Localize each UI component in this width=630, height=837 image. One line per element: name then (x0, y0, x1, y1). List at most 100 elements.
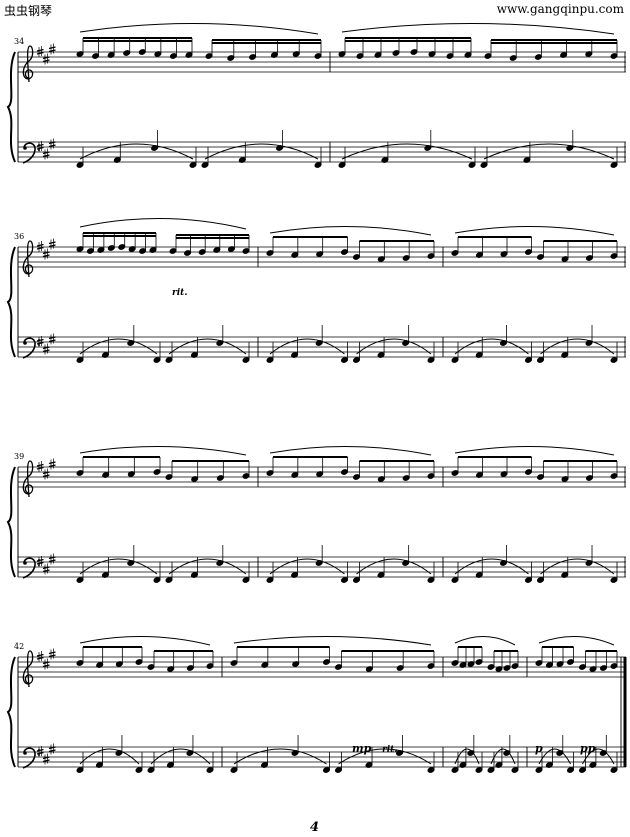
slur (454, 445, 615, 456)
slur (341, 143, 473, 160)
treble-staff (18, 51, 626, 73)
sharp-stroke (48, 46, 56, 50)
key-signature-sharp (42, 468, 50, 480)
key-signature-sharp (48, 138, 56, 150)
sharp-stroke (48, 746, 56, 750)
key-signature-sharp (48, 553, 56, 565)
treble-staff (18, 466, 626, 488)
treble-clef (22, 650, 34, 688)
sharp-stroke (36, 463, 44, 467)
slur (79, 217, 247, 230)
dynamic-mp: mp (352, 742, 372, 755)
sharp-stroke (42, 251, 50, 255)
sharp-stroke (42, 56, 50, 60)
sharp-stroke (36, 243, 44, 247)
key-signature-sharp (48, 648, 56, 660)
key-signature-sharp (48, 238, 56, 250)
site-url[interactable]: www.gangqinpu.com (496, 2, 624, 16)
sharp-stroke (48, 654, 56, 658)
treble-clef (22, 460, 34, 498)
sharp-stroke (36, 246, 44, 250)
slur (269, 338, 345, 355)
key-signature-sharp (48, 43, 56, 55)
slur (454, 225, 615, 236)
sharp-stroke (48, 241, 56, 245)
slur (168, 338, 247, 355)
brace (6, 246, 16, 358)
slur (538, 748, 571, 765)
slur (454, 635, 516, 646)
slur (341, 22, 615, 35)
sharp-stroke (42, 59, 50, 63)
treble-staff (18, 246, 626, 268)
dynamic-p: p (535, 742, 543, 755)
sharp-stroke (42, 471, 50, 475)
sharp-stroke (36, 466, 44, 470)
key-signature-sharp (48, 743, 56, 755)
sharp-stroke (36, 51, 44, 55)
slur (356, 338, 432, 355)
sharp-stroke (48, 339, 56, 343)
bass-clef-dot (23, 561, 27, 565)
treble-clef (22, 45, 34, 83)
sharp-stroke (36, 143, 44, 147)
key-signature-sharp (48, 333, 56, 345)
sharp-stroke (36, 338, 44, 342)
sharp-stroke (48, 749, 56, 753)
slur (150, 748, 211, 765)
sharp-stroke (36, 48, 44, 52)
sharp-stroke (42, 569, 50, 573)
sharp-stroke (48, 559, 56, 563)
rit-marking: rit. (172, 288, 187, 298)
slur (454, 748, 480, 765)
dynamic-pp: pp (580, 742, 596, 755)
slur (79, 23, 319, 35)
slur (79, 558, 158, 575)
sharp-stroke (42, 664, 50, 668)
key-signature-sharp (42, 343, 50, 355)
bass-clef (22, 337, 36, 359)
sharp-stroke (48, 49, 56, 53)
slur (483, 143, 615, 160)
sharp-stroke (42, 759, 50, 763)
key-signature-sharp (36, 556, 44, 567)
key-signature-sharp (36, 241, 44, 252)
treble-staff (18, 656, 626, 678)
rit-marking: rit. (382, 745, 397, 755)
measure-number: 34 (14, 37, 24, 46)
bass-clef (22, 747, 36, 769)
site-name: 虫虫钢琴 (4, 4, 53, 18)
key-signature-sharp (36, 46, 44, 57)
slur (540, 338, 615, 355)
sharp-stroke (36, 748, 44, 752)
measure-number: 39 (14, 452, 24, 461)
sharp-stroke (36, 341, 44, 345)
bass-clef (22, 142, 36, 164)
key-signature-sharp (36, 141, 44, 152)
sharp-stroke (36, 656, 44, 660)
slur (540, 558, 615, 575)
key-signature-sharp (36, 651, 44, 662)
sharp-stroke (48, 144, 56, 148)
slur (79, 748, 140, 765)
key-signature-sharp (42, 563, 50, 575)
slur (538, 635, 615, 646)
sharp-stroke (42, 254, 50, 258)
key-signature-sharp (36, 461, 44, 472)
sharp-stroke (36, 558, 44, 562)
sharp-stroke (42, 566, 50, 570)
sharp-stroke (42, 154, 50, 158)
brace (6, 466, 16, 578)
slur (233, 635, 432, 646)
slur (233, 748, 327, 765)
key-signature-sharp (48, 458, 56, 470)
slur (79, 445, 247, 456)
key-signature-sharp (42, 148, 50, 160)
slur (79, 636, 211, 646)
slur (356, 558, 432, 575)
sharp-stroke (42, 756, 50, 760)
slur (338, 748, 432, 765)
sharp-stroke (42, 474, 50, 478)
sharp-stroke (48, 651, 56, 655)
